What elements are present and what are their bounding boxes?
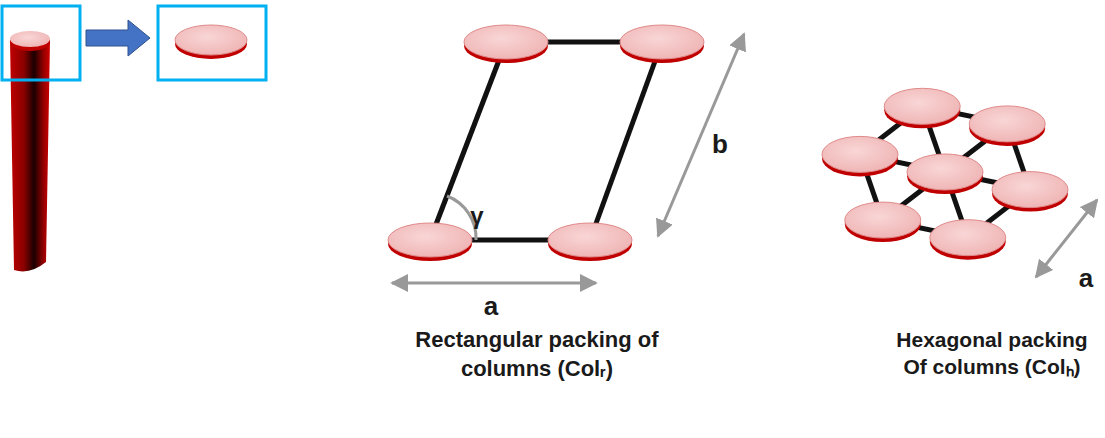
disc bbox=[548, 223, 632, 257]
disc bbox=[620, 25, 704, 59]
disc bbox=[388, 223, 472, 257]
disc bbox=[992, 172, 1068, 208]
column-cylinder bbox=[10, 40, 50, 271]
caption-text: Rectangular packing of columns (Colᵣ) bbox=[412, 326, 662, 383]
dimension-b bbox=[658, 34, 744, 236]
dimension-label: b bbox=[705, 128, 735, 162]
block-arrow bbox=[86, 20, 150, 56]
dimension-a bbox=[392, 282, 596, 285]
highlight-box bbox=[2, 6, 80, 80]
disc bbox=[822, 136, 898, 172]
dimension-label: a bbox=[1072, 262, 1100, 296]
angle-label: γ bbox=[462, 200, 492, 231]
disc bbox=[845, 202, 921, 238]
caption-text: Hexagonal packing Of columns (Colₕ) bbox=[884, 326, 1100, 381]
highlight-box bbox=[158, 6, 266, 80]
disc bbox=[464, 25, 548, 59]
dimension-label: a bbox=[476, 290, 506, 324]
lattice-lines bbox=[430, 42, 662, 240]
disc bbox=[930, 220, 1006, 256]
disc bbox=[175, 25, 247, 55]
disc bbox=[969, 106, 1045, 142]
disc-top bbox=[10, 31, 50, 47]
disc bbox=[884, 88, 960, 124]
disc bbox=[907, 154, 983, 190]
